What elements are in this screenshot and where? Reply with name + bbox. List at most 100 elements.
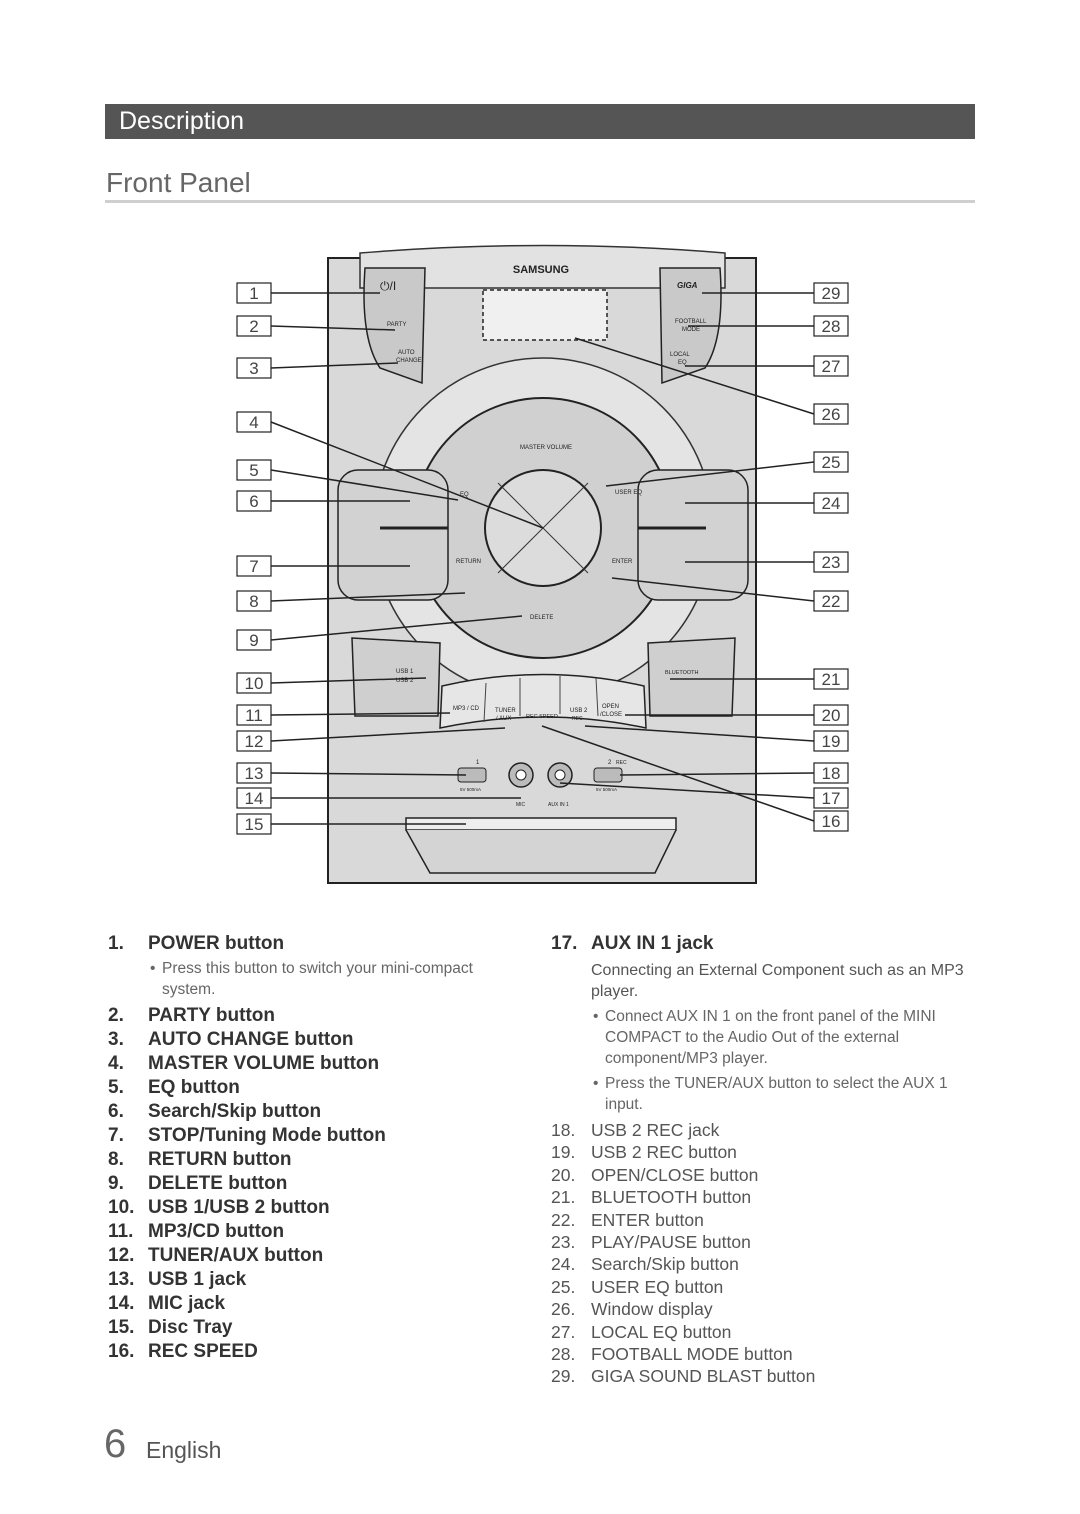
callout-28: 28 [822,317,841,336]
list-item-label: ENTER button [591,1209,704,1230]
list-item-label: USER EQ button [591,1276,724,1297]
usb2-spec-label: 5V 500mA [596,787,617,792]
callout-8-box [236,590,272,612]
usb-port-rec-label: REC [616,760,627,766]
leader-line [541,725,815,822]
page-number: 6 [104,1422,127,1466]
list-item: 12.TUNER/AUX button [108,1244,528,1268]
list-item-label: GIGA SOUND BLAST button [591,1366,816,1387]
tuner-label-1: TUNER [495,708,516,714]
list-item-label: RETURN button [148,1149,292,1170]
callout-9: 9 [249,631,258,650]
callout-20: 20 [822,706,841,725]
auto-change-label-2: CHANGE [396,358,422,364]
list-item-number: 11. [108,1221,134,1242]
callout-5-box [236,459,272,481]
window-display [482,289,608,341]
page-title: Front Panel [106,167,251,198]
callout-3: 3 [249,359,258,378]
callout-17: 17 [822,789,841,808]
master-volume-label: MASTER VOLUME [520,445,572,451]
list-item: 27. LOCAL EQ button [551,1321,971,1343]
mic-label: MIC [516,802,526,808]
list-item-number: 12. [108,1245,135,1266]
leader-line [270,362,399,369]
list-item-number: 2. [108,1005,124,1026]
callout-25: 25 [822,453,841,472]
usb2-rec-jack [593,767,623,783]
list-item: 5.EQ button [108,1076,528,1100]
leader-line [270,772,467,776]
list-item-label: USB 1 jack [148,1269,247,1290]
callout-4-box [236,411,272,433]
list-item: 7.STOP/Tuning Mode button [108,1124,528,1148]
callout-21: 21 [822,670,841,689]
delete-label: DELETE [530,615,553,621]
right-control-pod [637,469,749,601]
usb2-label: USB 2 [396,678,414,684]
list-item-number: 7. [108,1125,124,1146]
usb2-button-label: USB 2 [570,708,588,714]
open-label-1: OPEN [602,704,619,710]
list-item-number: 22. [551,1209,576,1230]
leader-line [270,469,459,501]
callout-28-box [813,315,849,337]
callout-12-box [236,730,272,752]
bluetooth-pod [647,637,736,717]
list-item-note: Press the TUNER/AUX button to select the… [591,1073,971,1115]
list-item: 17.AUX IN 1 jack [551,932,971,956]
tuner-label-2: / AUX [496,716,511,722]
callout-26-box [813,403,849,425]
brand-logo: SAMSUNG [513,264,569,276]
callout-18-box [813,762,849,784]
callout-27-box [813,355,849,377]
rec-speed-label: REC SPEED [526,714,558,720]
list-item-label: LOCAL EQ button [591,1321,732,1342]
list-item: 10.USB 1/USB 2 button [108,1196,528,1220]
aux-in-label: AUX IN 1 [548,802,569,808]
device-top [359,244,726,289]
eq-label: EQ [460,492,469,498]
callout-16-box [813,810,849,832]
callout-21-box [813,668,849,690]
callout-4: 4 [249,413,258,432]
callout-22: 22 [822,592,841,611]
callout-7: 7 [249,557,258,576]
list-item-label: POWER button [148,933,285,954]
list-item-note: Press this button to switch your mini-co… [148,958,528,1000]
callout-23: 23 [822,553,841,572]
leader-line [605,461,815,487]
list-item: 18.USB 2 REC jack [551,1119,971,1141]
local-label-1: LOCAL [670,352,690,358]
callout-2: 2 [249,317,258,336]
list-item-number: 3. [108,1029,124,1050]
list-item: 22. ENTER button [551,1209,971,1231]
user-eq-label: USER EQ [615,490,642,496]
list-item: 1.POWER button [108,932,528,956]
callout-11-box [236,704,272,726]
callout-1: 1 [249,284,258,303]
callout-18: 18 [822,764,841,783]
callout-9-box [236,629,272,651]
list-item-label: BLUETOOTH button [591,1187,752,1208]
leader-line [270,325,396,331]
leader-line [584,725,815,742]
list-item-number: 26. [551,1299,576,1320]
bluetooth-label: BLUETOOTH [665,670,699,676]
callout-2-box [236,315,272,337]
left-parts-list: 1.POWER buttonPress this button to switc… [108,932,528,1364]
return-label: RETURN [456,559,481,565]
callout-14: 14 [245,789,264,808]
list-item-number: 20. [551,1164,576,1185]
list-item-number: 19. [551,1142,576,1163]
callout-24: 24 [822,494,841,513]
leader-line [270,592,466,602]
list-item: 4.MASTER VOLUME button [108,1052,528,1076]
list-item-number: 25. [551,1276,576,1297]
callout-23-box [813,551,849,573]
football-label-1: FOOTBALL [675,319,707,325]
list-item-number: 27. [551,1321,576,1342]
list-item: 25. USER EQ button [551,1276,971,1298]
front-panel-diagram: SAMSUNG ⏻/I PARTY AUTO CHANGE GIGA FOOTB… [236,244,849,884]
